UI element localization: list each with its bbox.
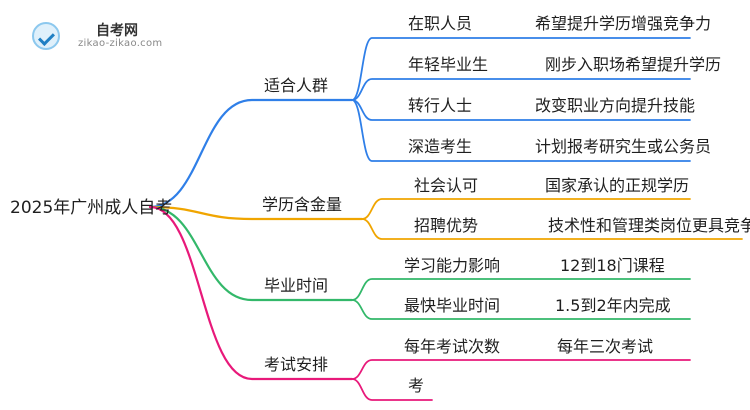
branch-to-leaf-connector [351,299,691,320]
root-to-branch-connector [148,98,354,209]
leaf-name: 学习能力影响 [404,256,501,275]
leaf-name: 招聘优势 [414,216,479,235]
root-to-branch-connector [148,205,354,302]
branch-to-leaf-connector [351,378,433,401]
branch-to-leaf-connector [361,218,743,240]
leaf-name: 社会认可 [414,176,479,195]
leaf-desc: 计划报考研究生或公务员 [535,137,712,156]
leaf-name: 年轻毕业生 [408,55,489,74]
branch-to-leaf-connector [351,78,691,101]
leaf-name: 深造考生 [408,137,473,156]
leaf-name: 考 [408,376,425,395]
leaf-desc: 技术性和管理类岗位更具竞争力 [548,216,750,235]
leaf-name: 转行人士 [408,96,473,115]
logo-check-icon [32,22,60,50]
branch-to-leaf-connector [361,198,691,220]
leaf-name: 每年考试次数 [404,337,501,356]
root-to-branch-connector [148,205,354,381]
leaf-desc: 刚步入职场希望提升学历 [545,55,722,74]
site-logo[interactable]: 自考网 zikao-zikao.com [14,18,164,54]
root-to-branch-connector [148,205,364,221]
leaf-desc: 每年三次考试 [557,337,654,356]
logo-title: 自考网 [96,23,138,39]
branch-label-exams: 考试安排 [264,355,329,374]
leaf-desc: 国家承认的正规学历 [545,176,690,195]
leaf-desc: 希望提升学历增强竞争力 [535,14,712,33]
branch-to-leaf-connector [351,278,691,301]
leaf-desc: 改变职业方向提升技能 [535,96,696,115]
branch-to-leaf-connector [351,37,691,101]
leaf-name: 最快毕业时间 [404,296,501,315]
branch-label-audience: 适合人群 [264,76,329,95]
leaf-desc: 12到18门课程 [560,256,665,275]
leaf-desc: 1.5到2年内完成 [555,296,671,315]
branch-label-duration: 毕业时间 [264,276,329,295]
logo-url: zikao-zikao.com [78,38,163,49]
branch-label-value: 学历含金量 [262,195,343,214]
branch-to-leaf-connector [351,359,691,380]
branch-to-leaf-connector [351,99,691,162]
leaf-name: 在职人员 [408,14,473,33]
root-node: 2025年广州成人自考 [10,198,173,218]
